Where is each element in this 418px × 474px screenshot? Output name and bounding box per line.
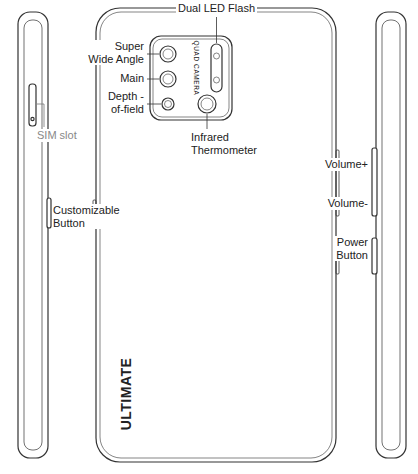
infrared-thermometer [198,95,216,113]
button-label: Customizable Button [52,204,122,229]
super-wide-leader [147,54,159,55]
slot-label: SIM slot [36,129,79,142]
module-print: QUAD CAMERA [192,40,199,97]
right-side-view [376,12,406,458]
customizable-button [47,198,51,228]
flash-leader [216,17,217,43]
lens-label: Depth -of-field [105,90,145,115]
dual-led-flash [211,44,222,92]
phone-back-inner [100,12,332,458]
lens-label: Main [118,72,145,85]
super-wide-lens [160,46,176,62]
left-side-view [18,12,48,458]
flash-label: Dual LED Flash [176,2,257,15]
depth-lens [162,98,174,110]
left-side-inner [24,20,42,450]
sim-slot [29,84,36,126]
depth-lens-inner [165,101,172,108]
phone-back [96,8,336,462]
right-side-inner [382,20,400,450]
sim-leader [37,104,44,127]
main-leader [147,79,159,80]
super-wide-lens-inner [163,49,173,59]
thermometer-leader [207,114,208,129]
button-label: Volume- [325,197,369,210]
depth-leader [147,104,161,105]
sensor-label: Infrared Thermometer [190,131,260,156]
button-label: Power Button [334,236,369,261]
button-label: Volume+ [322,158,369,171]
main-lens-inner [163,74,173,84]
volume-rocker [372,148,377,216]
flash-led [214,53,220,59]
brand-print: ULTIMATE [118,357,134,432]
lens-label: Super Wide Angle [87,40,145,65]
camera-module-inner [153,39,229,117]
sim-eject-hole [31,117,34,120]
camera-module [150,36,232,120]
main-lens [160,71,176,87]
flash-led [214,77,220,83]
power-button [372,238,377,274]
infrared-thermometer-inner [201,98,213,110]
